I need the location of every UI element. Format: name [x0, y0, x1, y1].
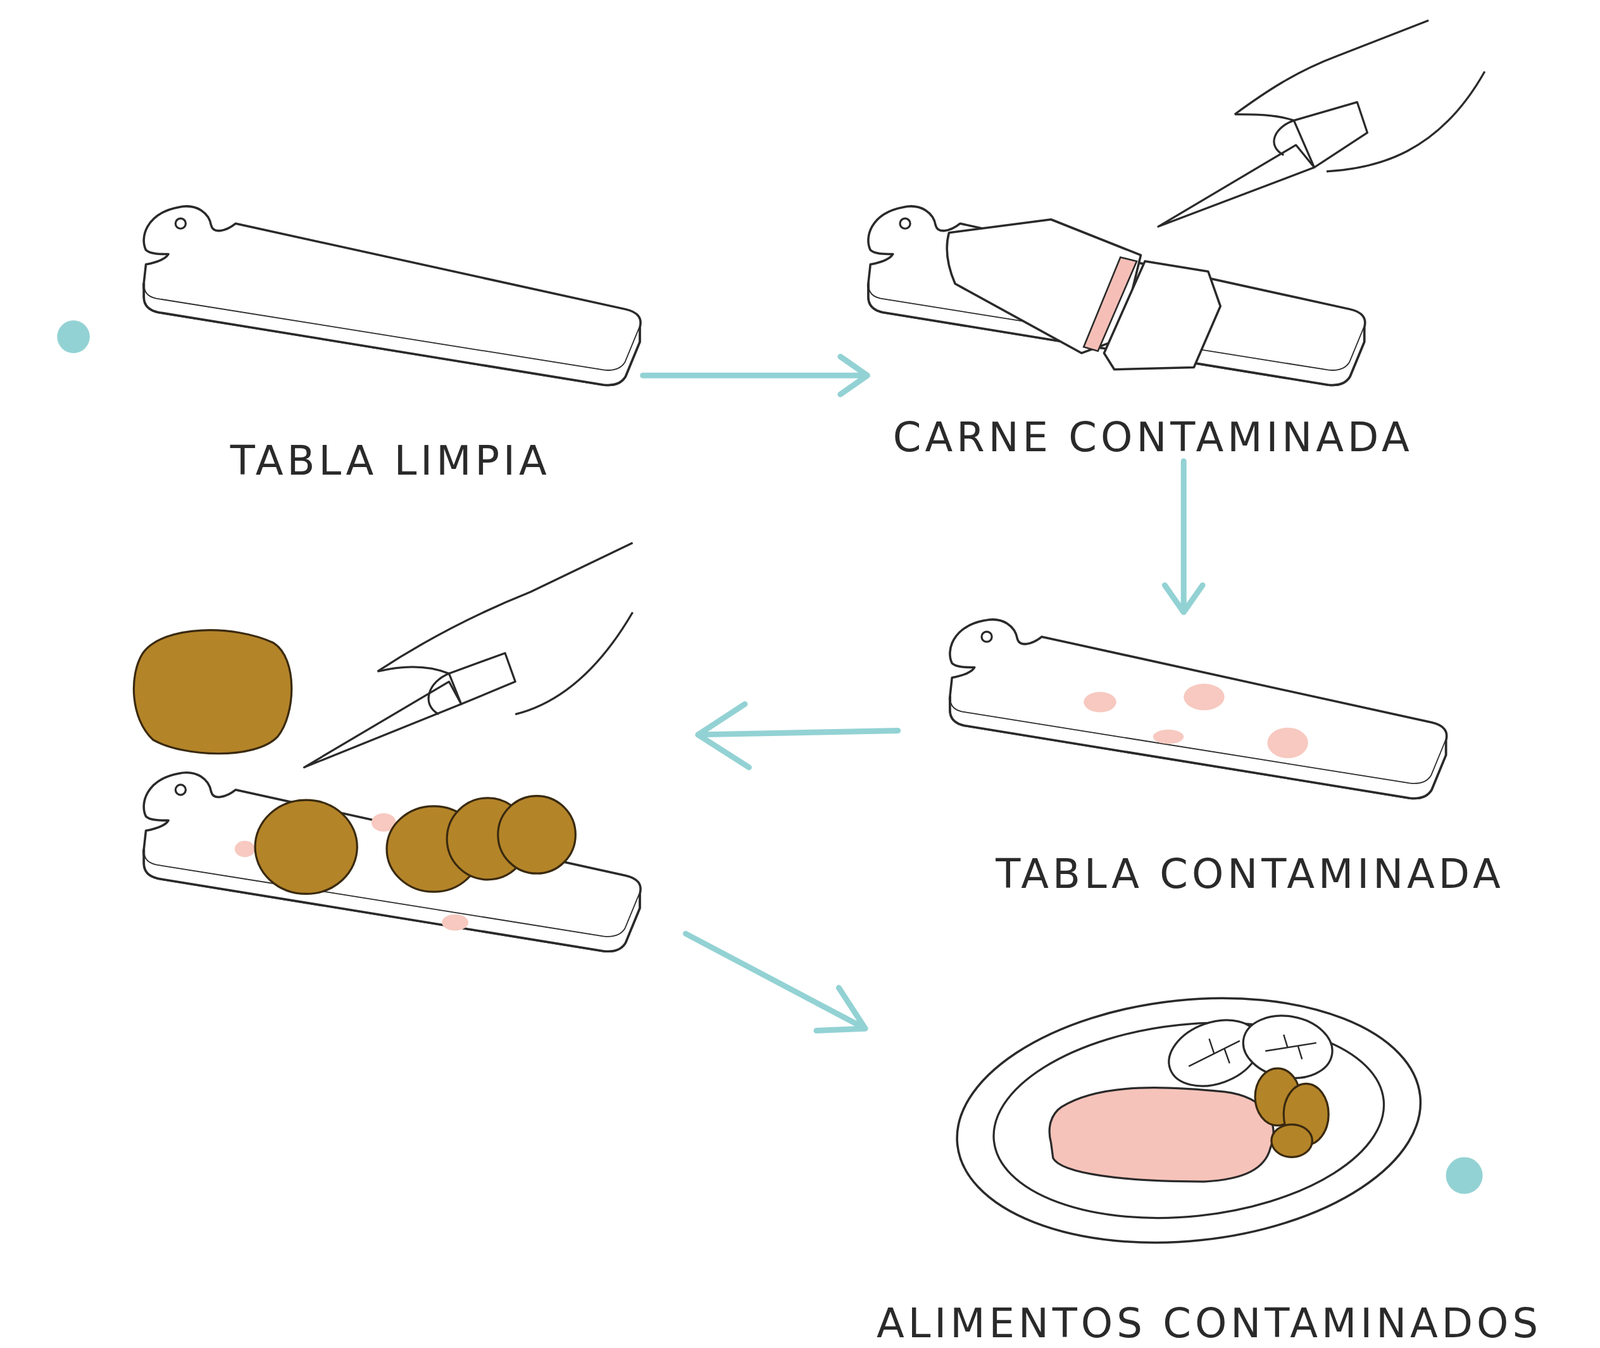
caption-text: CARNE CONTAMINADA: [893, 414, 1414, 462]
potato-slice: [498, 796, 576, 875]
potato-slice: [1271, 1124, 1313, 1158]
flow-arrow: [698, 704, 899, 768]
cutting-board: [950, 619, 1447, 799]
knife-handle: [1293, 101, 1368, 168]
hand: [1234, 114, 1295, 156]
caption-node: TABLA LIMPIA: [137, 193, 644, 485]
flow-arrow: [685, 933, 866, 1031]
caption-node: CARNE CONTAMINADA: [867, 193, 1439, 461]
knife-blade: [303, 681, 461, 768]
caption-node: TABLA CONTAMINADA: [959, 612, 1542, 898]
hand: [515, 612, 633, 714]
meat-piece: [946, 219, 1141, 354]
arrow-line: [1164, 461, 1203, 613]
knife-blade: [1158, 144, 1315, 227]
meat-piece: [1103, 261, 1221, 370]
contamination-spot: [1267, 727, 1308, 759]
potato: [133, 630, 292, 754]
contamination-spot: [234, 841, 256, 858]
hand: [1234, 20, 1429, 114]
teal-dot: [56, 320, 90, 354]
contamination-spot: [1153, 729, 1184, 745]
caption-text: TABLA LIMPIA: [230, 437, 551, 485]
leaf-vein: [1188, 1034, 1317, 1067]
arrow-line: [643, 356, 868, 395]
steak-side: [1051, 1143, 1271, 1182]
contamination-spot: [1183, 683, 1225, 711]
cutting-board: [143, 206, 641, 386]
caption-text: TABLA CONTAMINADA: [995, 851, 1505, 899]
potato-slice: [255, 800, 357, 894]
contamination-spot: [1083, 691, 1117, 713]
plate: [944, 976, 1433, 1265]
caption-text: ALIMENTOS CONTAMINADOS: [876, 1300, 1542, 1348]
hand: [1326, 71, 1485, 172]
plate-rim: [984, 1004, 1394, 1237]
caption-node: ALIMENTOS CONTAMINADOS: [816, 1005, 1600, 1347]
knife-handle: [448, 653, 516, 705]
hand: [377, 667, 450, 715]
cutting-board: [868, 206, 1366, 386]
hand: [377, 543, 633, 672]
contamination-spot: [441, 914, 469, 932]
flow-arrow: [643, 356, 868, 395]
teal-dot: [1446, 1156, 1483, 1194]
flow-arrow: [1164, 461, 1203, 613]
cutting-board: [143, 772, 641, 952]
